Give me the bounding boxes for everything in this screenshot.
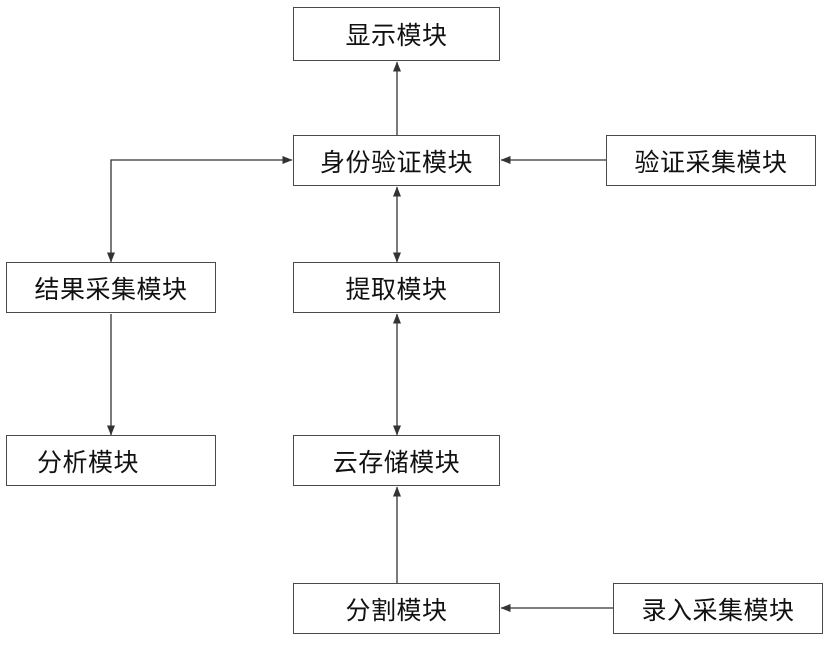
node-label: 云存储模块 [333,443,461,479]
node-label: 身份验证模块 [320,143,473,179]
node-label: 分割模块 [345,591,447,627]
node-label: 分析模块 [37,443,139,479]
node-extraction-module: 提取模块 [293,262,500,313]
node-label: 显示模块 [345,16,447,52]
node-label: 提取模块 [345,270,447,306]
node-analysis-module: 分析模块 [6,435,216,486]
node-cloud-storage-module: 云存储模块 [293,435,500,486]
node-identity-verification-module: 身份验证模块 [293,135,500,186]
node-result-collection-module: 结果采集模块 [6,262,216,313]
node-verification-collection-module: 验证采集模块 [606,135,816,186]
node-segmentation-module: 分割模块 [293,583,500,634]
node-display-module: 显示模块 [293,7,500,61]
node-label: 录入采集模块 [641,591,794,627]
node-entry-collection-module: 录入采集模块 [613,583,823,634]
node-label: 验证采集模块 [634,143,787,179]
node-label: 结果采集模块 [34,270,187,306]
edge-identity-to-rcollect [111,160,292,262]
